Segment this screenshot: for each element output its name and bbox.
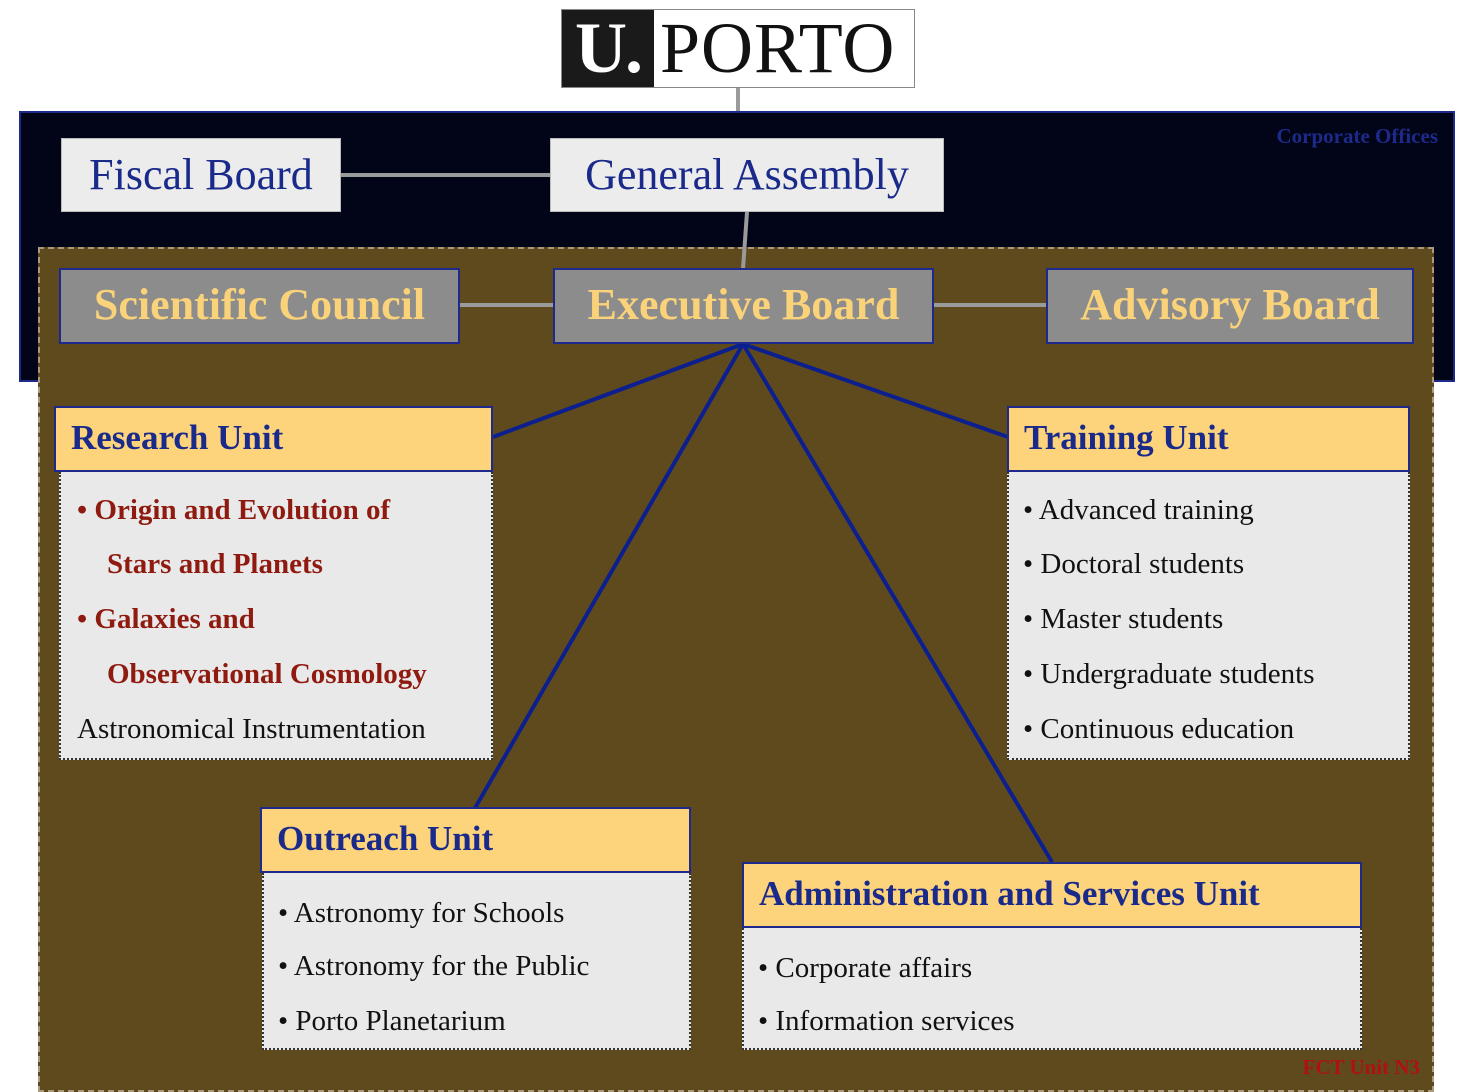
advisory-board-box: Advisory Board [1046,268,1414,344]
corporate-offices-label: Corporate Offices [1276,124,1438,148]
logo-porto-text: PORTO [660,8,896,88]
uporto-logo: U. PORTO [561,9,915,88]
outreach-item: • Porto Planetarium [278,1005,506,1037]
admin-item: • Corporate affairs [758,952,973,984]
outreach-unit-title: Outreach Unit [260,807,691,873]
research-unit-title: Research Unit [54,406,493,472]
admin-item: • Information services [758,1005,1015,1037]
outreach-unit-body: • Astronomy for Schools • Astronomy for … [262,873,691,1050]
assembly-executive-connector [741,211,749,270]
admin-unit-title: Administration and Services Unit [742,862,1362,928]
executive-training-connector [742,342,1009,439]
executive-outreach-connector [473,342,745,810]
research-item: Observational Cosmology [107,658,427,690]
scientific-council-box: Scientific Council [59,268,460,344]
research-item: • Galaxies and [77,603,255,635]
outreach-item: • Astronomy for Schools [278,897,565,929]
training-item: • Doctoral students [1023,548,1245,580]
research-item: • Origin and Evolution of [77,494,391,526]
executive-admin-connector [741,342,1054,864]
research-unit-body: • Origin and Evolution of Stars and Plan… [59,472,493,760]
research-item: Stars and Planets [107,548,323,580]
training-item: • Advanced training [1023,494,1254,526]
research-item: Astronomical Instrumentation [77,713,426,745]
fct-unit-label: FCT Unit N3 [1302,1055,1420,1079]
outreach-item: • Astronomy for the Public [278,950,590,982]
executive-research-connector [492,342,744,439]
logo-u-mark: U. [562,10,654,87]
training-item: • Master students [1023,603,1224,635]
training-unit-body: • Advanced training • Doctoral students … [1007,472,1410,760]
executive-board-box: Executive Board [553,268,934,344]
general-assembly-box: General Assembly [550,138,944,212]
training-item: • Undergraduate students [1023,658,1315,690]
training-item: • Continuous education [1023,713,1295,745]
fiscal-board-box: Fiscal Board [61,138,341,212]
admin-unit-body: • Corporate affairs • Information servic… [742,928,1362,1050]
training-unit-title: Training Unit [1007,406,1410,472]
